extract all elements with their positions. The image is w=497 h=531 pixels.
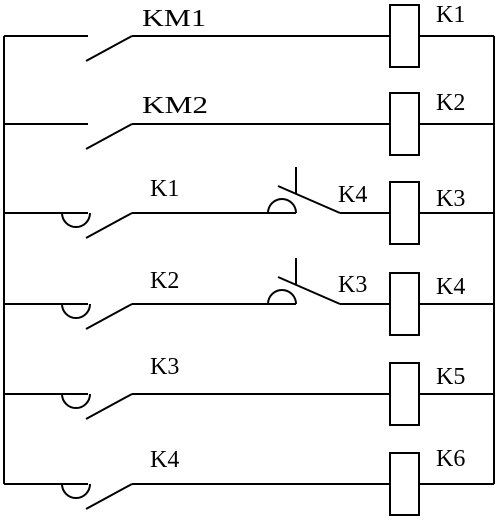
rung-6-delay-arc	[61, 483, 91, 499]
rung-4-interlock-delay-arc	[267, 289, 297, 305]
rung-6-contact-blade	[85, 483, 133, 510]
rung-4-interlock-blade	[277, 276, 341, 305]
rung-5-contact-label: K3	[150, 354, 179, 380]
rung-6-contact-label: K4	[150, 447, 179, 473]
rung-3: K1 K4 K3	[4, 167, 494, 245]
rung-6-coil-label: K6	[436, 446, 465, 472]
rung-2: KM2 K2	[4, 90, 494, 156]
rung-5-contact-blade	[85, 393, 133, 420]
rung-3-contact-blade	[85, 212, 133, 239]
rung-1-contact-blade	[85, 35, 133, 62]
rung-5-coil-label: K5	[436, 364, 465, 390]
rung-3-interlock-delay-arc	[267, 198, 297, 214]
rung-5: K3 K5	[4, 354, 494, 426]
rung-2-coil-label: K2	[436, 90, 465, 116]
rung-4-contact-label: K2	[150, 268, 179, 294]
rung-4-coil	[389, 272, 420, 336]
rung-6: K4 K6	[4, 446, 494, 516]
rung-3-coil-label: K3	[436, 186, 465, 212]
rung-2-coil	[389, 92, 420, 156]
rung-5-delay-arc	[61, 393, 91, 409]
rung-4-coil-label: K4	[436, 274, 465, 300]
rung-1-coil	[389, 4, 420, 68]
rung-2-contact-blade	[85, 123, 133, 150]
rung-1: KM1 K1	[4, 2, 494, 68]
rung-4-contact-blade	[85, 303, 133, 330]
rung-3-interlock-blade	[277, 185, 341, 214]
rung-1-contact-label: KM1	[142, 6, 206, 32]
rung-5-coil	[389, 362, 420, 426]
rung-4-delay-arc	[61, 303, 91, 319]
rung-4-interlock-label: K3	[338, 272, 367, 298]
rung-6-coil	[389, 452, 420, 516]
rung-3-interlock-label: K4	[338, 182, 367, 208]
rung-3-delay-arc	[61, 212, 91, 228]
rung-3-coil	[389, 181, 420, 245]
rung-3-contact-label: K1	[150, 176, 179, 202]
rung-1-coil-label: K1	[436, 2, 465, 28]
rung-4: K2 K3 K4	[4, 258, 494, 336]
rung-2-contact-label: KM2	[142, 93, 208, 119]
